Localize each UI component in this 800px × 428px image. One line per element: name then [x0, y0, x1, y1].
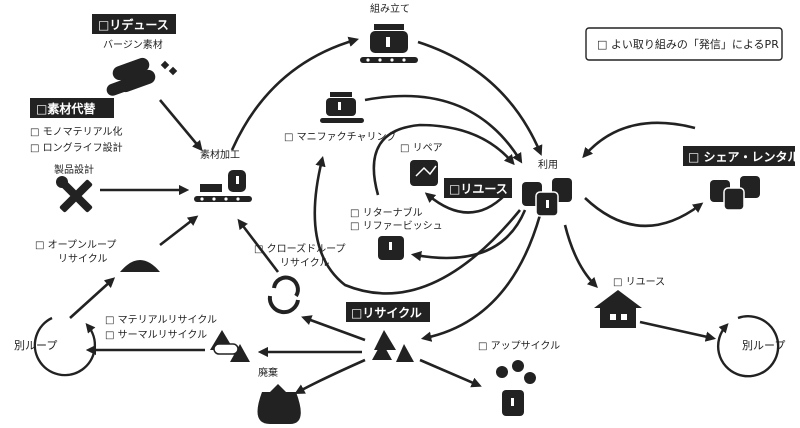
- flower-vase-icon: [496, 360, 536, 416]
- pr-box: □ よい取り組みの「発信」によるPR: [585, 27, 783, 61]
- recycle-icon: [372, 330, 414, 362]
- material-recycle-node: □ マテリアルリサイクル □ サーマルリサイクル: [105, 314, 250, 362]
- arrow-openloop-to-process: [159, 215, 199, 247]
- repair-label: □ リペア: [400, 143, 443, 154]
- open-loop-node: □ オープンループ リサイクル: [35, 239, 160, 272]
- open-loop-label-2: リサイクル: [58, 253, 108, 265]
- material-replace-label: □素材代替: [36, 101, 96, 116]
- arrow-assembly-to-use: [417, 40, 543, 156]
- pr-box-label: □ よい取り組みの「発信」によるPR: [597, 37, 779, 51]
- waste-label: 廃棄: [258, 366, 278, 379]
- material-process-node: 素材加工: [194, 148, 252, 202]
- use-node: 利用: [522, 159, 572, 217]
- reuse-main-badge: [444, 178, 512, 198]
- recycle-rolls-icon: [210, 330, 250, 362]
- material-replace-node: □素材代替 □ モノマテリアル化 □ ロングライフ設計 製品設計: [30, 98, 123, 213]
- other-loop-left-label: 別ループ: [14, 339, 57, 352]
- assembly-label: 組み立て: [370, 2, 410, 15]
- recycle-node: □リサイクル: [346, 302, 430, 362]
- manufacturing-label: □ マニファクチャリング: [284, 130, 397, 143]
- arrow-virgin-to-process: [159, 99, 203, 152]
- tools-icon: [56, 176, 93, 213]
- repair-node: □ リペア: [400, 143, 443, 186]
- reuse-main-node: □リユース: [444, 178, 512, 198]
- virgin-label: バージン素材: [103, 38, 163, 51]
- waste-node: 廃棄: [257, 366, 301, 424]
- returnable-label: □ リターナブル: [350, 206, 423, 219]
- other-loop-left: 別ループ: [14, 316, 97, 377]
- thermal-recycle-label: □ サーマルリサイクル: [105, 329, 207, 341]
- cycle-arrows-icon: [267, 275, 300, 315]
- long-life-label: □ ロングライフ設計: [30, 141, 123, 154]
- material-replace-badge: [30, 98, 114, 118]
- closed-loop-label-2: リサイクル: [280, 257, 330, 269]
- reduce-label: □リデュース: [98, 17, 169, 32]
- repair-jar-icon: [410, 160, 438, 186]
- arrow-recycle-to-closedloop: [301, 315, 366, 342]
- arrow-process-to-assembly: [230, 36, 359, 151]
- share-rental-label: □ シェア・レンタル: [688, 150, 800, 164]
- jar-conveyor-icon: [360, 24, 418, 63]
- arrow-closedloop-to-process: [237, 218, 280, 273]
- powder-icon: [120, 260, 160, 272]
- reduce-badge: [92, 14, 176, 34]
- arrow-use-to-share: [584, 197, 704, 228]
- product-design-label: 製品設計: [54, 163, 94, 176]
- reuse-small-label: □ リユース: [613, 277, 665, 288]
- share-rental-badge: [683, 146, 795, 166]
- material-process-label: 素材加工: [200, 148, 240, 161]
- share-jars-icon: [710, 176, 760, 211]
- arrow-recycle-to-waste: [294, 358, 366, 394]
- closed-loop-label: □ クローズドループ: [254, 242, 346, 255]
- assembly-node: 組み立て: [360, 2, 418, 63]
- house-icon: [594, 290, 642, 328]
- arrow-share-to-use: [582, 121, 696, 159]
- arrow-use-to-house: [563, 224, 598, 288]
- reuse-main-label: □リユース: [449, 182, 508, 196]
- upcycle-label: □ アップサイクル: [478, 340, 560, 352]
- mono-material-label: □ モノマテリアル化: [30, 125, 123, 138]
- closed-loop-node: □ クローズドループ リサイクル: [254, 242, 346, 315]
- arrow-manufacturing-to-use: [364, 94, 523, 164]
- arrow-loop-to-openloop: [69, 277, 116, 319]
- arrow-reuse-loop-a: [424, 192, 506, 214]
- refurb-jar-icon: [378, 236, 404, 260]
- open-loop-label: □ オープンループ: [35, 239, 116, 251]
- recycle-label: □リサイクル: [351, 306, 422, 320]
- material-rolls-icon: [106, 57, 178, 96]
- flow-arrows: [69, 36, 717, 394]
- material-recycle-label: □ マテリアルリサイクル: [105, 314, 217, 326]
- recycle-badge: [346, 302, 430, 322]
- arrow-repair-to-use: [372, 123, 515, 196]
- arrow-recycle-to-upcycle: [419, 358, 482, 388]
- jars-group-icon: [522, 178, 572, 217]
- factory-conveyor-icon: [194, 170, 252, 202]
- reduce-node: □リデュース バージン素材: [92, 14, 178, 96]
- share-rental-node: □ シェア・レンタル: [683, 146, 800, 211]
- manufacturing-node: □ マニファクチャリング: [284, 92, 397, 143]
- jar-conveyor-small-icon: [320, 92, 364, 123]
- arrow-house-to-loop: [639, 320, 717, 342]
- upcycle-node: □ アップサイクル: [478, 340, 560, 416]
- arrow-returnable-loop: [410, 209, 527, 262]
- use-label: 利用: [538, 159, 558, 171]
- reuse-house-node: □ リユース: [594, 277, 665, 328]
- other-loop-right-label: 別ループ: [742, 339, 785, 352]
- arrow-use-to-recycle: [420, 214, 542, 342]
- refill-label: □ リファービッシュ: [350, 220, 443, 232]
- arrow-use-to-manufacturing-big: [313, 155, 522, 295]
- other-loop-right: 別ループ: [716, 315, 785, 378]
- returnable-node: □ リターナブル □ リファービッシュ: [350, 206, 443, 260]
- trash-bag-icon: [257, 384, 301, 424]
